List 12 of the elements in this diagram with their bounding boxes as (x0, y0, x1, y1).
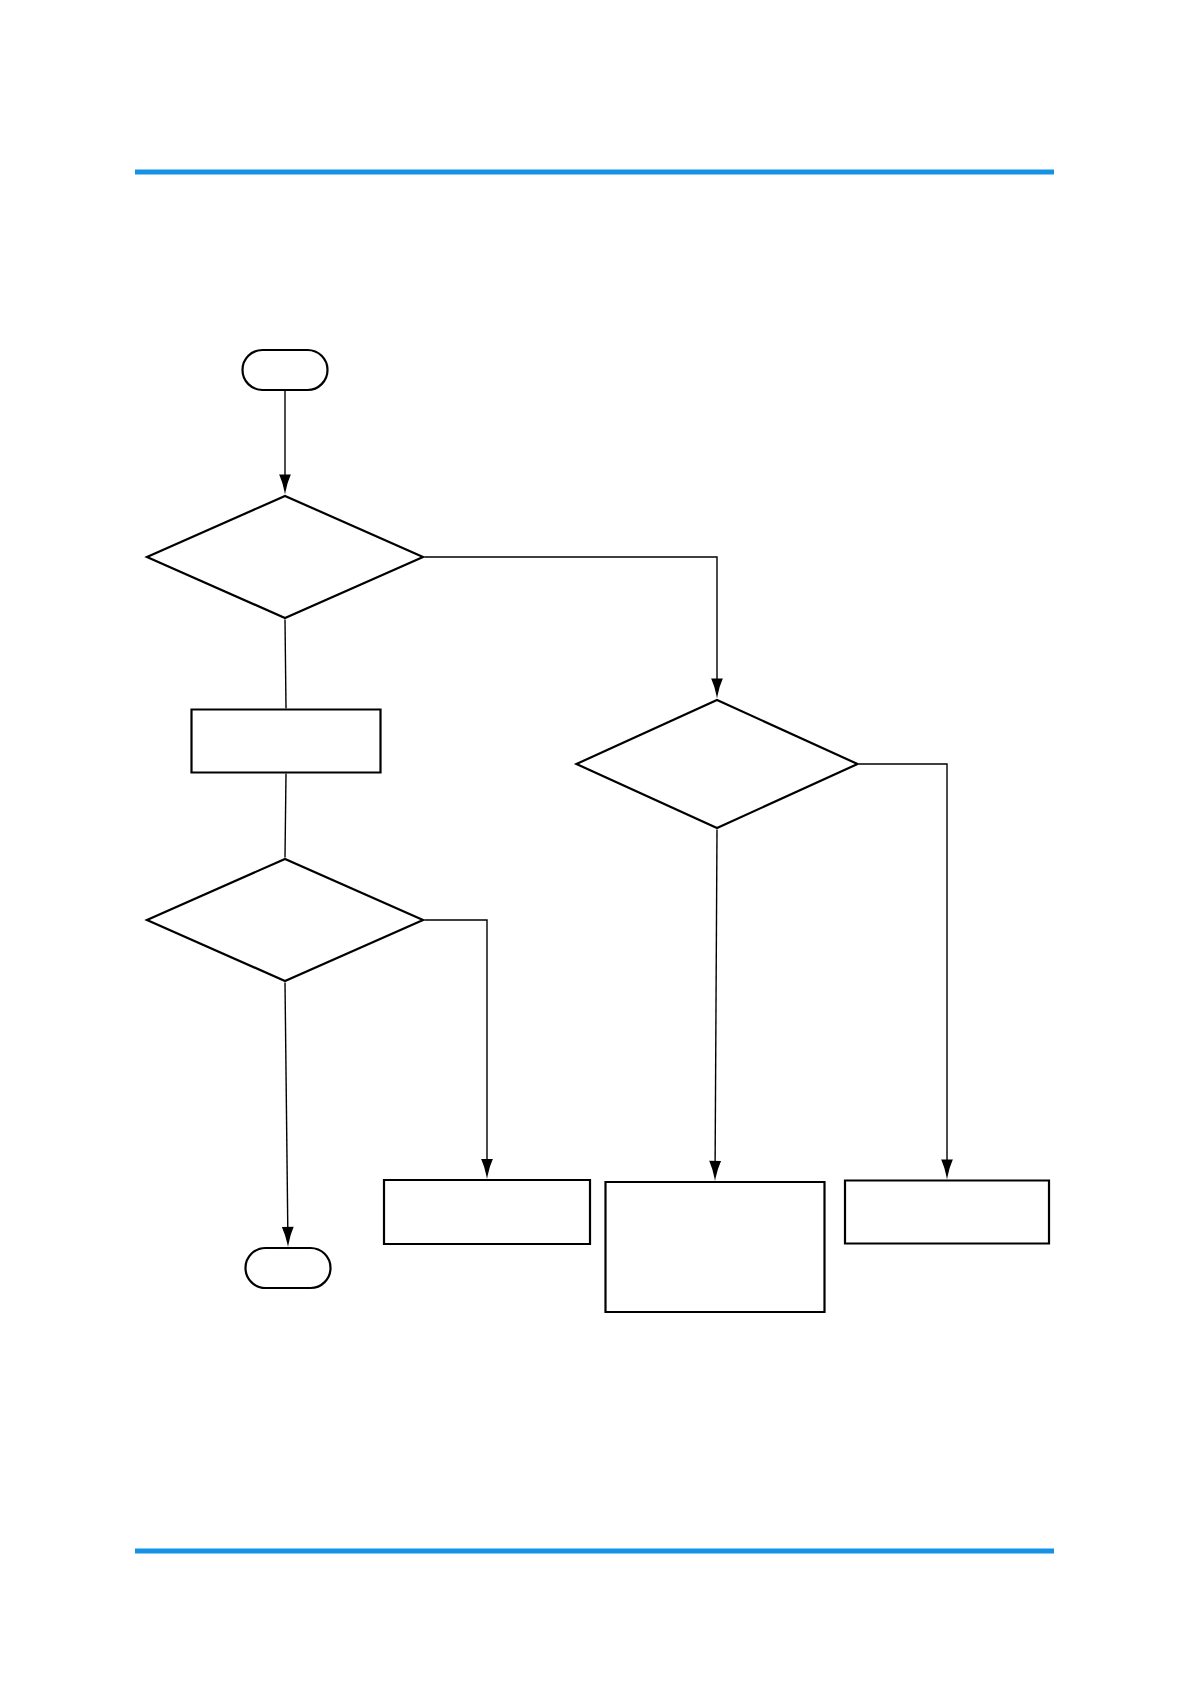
arrow (423, 556, 723, 696)
connector-line (284, 772, 287, 859)
process-box (843, 1179, 1051, 1245)
arrow (282, 981, 294, 1244)
arrow (709, 828, 721, 1178)
connector-line (284, 618, 287, 710)
arrow (858, 763, 953, 1177)
arrow (279, 390, 291, 492)
process-box (604, 1180, 826, 1314)
arrow (423, 919, 493, 1176)
process-box (190, 708, 382, 774)
process-box (382, 1178, 592, 1246)
